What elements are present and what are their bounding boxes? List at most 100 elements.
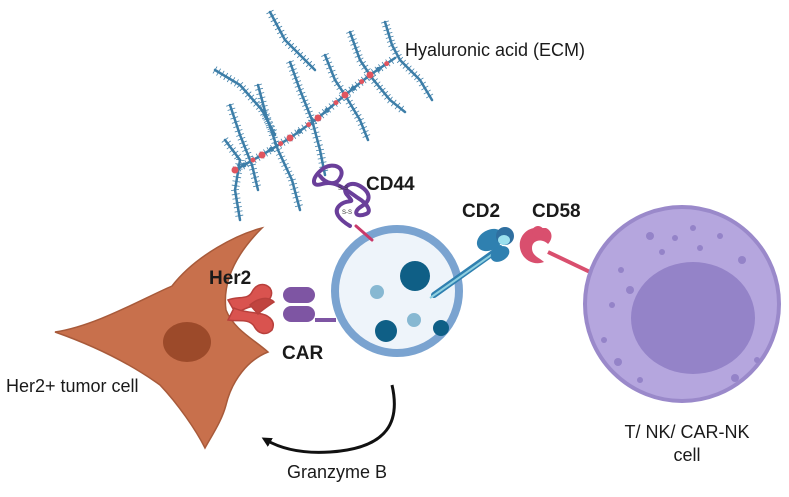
ecm-bristle [364,74,370,81]
ecm-bristle [235,214,244,217]
ecm-bristle [229,147,236,153]
cd2-label: CD2 [462,201,501,222]
ecm-bristle [317,157,326,160]
ecm-bristle [243,151,252,156]
ecm-bristle [311,117,318,124]
ecm-bristle [234,153,241,160]
ecm-bristle [224,140,231,147]
ecm-bristle [356,57,364,63]
ecm-bristle [294,129,300,137]
ecm-bristle [383,28,392,32]
ecm-node [286,134,294,142]
ecm-bristle [288,178,296,182]
ecm-bristle [226,103,234,107]
ecm-bristle [361,64,369,70]
ecm-bristle [275,151,284,156]
ecm-bristle [302,103,310,107]
ecm-bristle [289,182,298,186]
ecm-node [268,146,274,152]
ecm-bristle [282,166,291,171]
ecm-bristle [281,36,289,44]
ecm-bristle [274,147,282,153]
ecm-bristle [363,68,371,74]
ecm-bristle [314,144,323,148]
effector-cell-label: T/ NK/ CAR-NK cell [624,422,750,465]
ecm-bristle [239,140,247,145]
ecm-bristle [371,78,378,84]
ecm-bristle [378,87,386,94]
ecm-bristle [300,99,309,104]
ecm-bristle [263,118,272,123]
ecm-bristle [305,110,313,115]
ecm-bristle [226,74,232,83]
ecm-node [384,61,390,67]
ecm-bristle [231,184,240,187]
cd58-receptor [519,226,591,274]
ecm-bristle [235,158,245,162]
ecm-bristle [321,53,329,57]
ecm-bristle [268,13,276,19]
ecm-bristle [354,81,361,89]
ecm-bristle [284,136,289,144]
ecm-bristle [227,107,236,111]
ecm-bristle [347,34,356,38]
svg-text:S-S: S-S [342,210,352,216]
ecm-bristle [237,136,246,141]
ecm-bristle [326,65,334,70]
ecm-node [359,79,365,85]
ecm-bristle [260,111,268,116]
ecm-bristle [231,193,240,196]
ecm-bristle [381,61,387,69]
ecm-bristle [418,81,427,87]
ecm-bristle [242,148,250,152]
ecm-bristle [392,50,400,55]
ecm-bristle [244,91,252,98]
ecm-bristle [293,80,302,84]
ecm-bristle [390,99,397,107]
ecm-bristle [279,33,287,39]
her2-receptor [226,283,276,335]
ecm-bristle [233,201,242,204]
ecm-bristle [414,74,421,81]
ecm-bristle [286,60,294,64]
ecm-bristle [311,131,320,135]
ecm-bristle [318,161,327,164]
ecm-bristle [299,54,307,62]
ecm-bristle [329,73,338,78]
ecm-node [250,157,256,163]
ecm-bristle [279,159,288,164]
ecm-bristle [269,129,277,134]
ecm-bristle [245,155,253,160]
ecm-bristle [362,134,371,138]
ecm-node [258,151,266,159]
granule [407,313,421,327]
ecm-bristle [387,96,393,104]
tumor-cell-label: Her2+ tumor cell [6,376,139,396]
ecm-bristle [421,85,429,91]
ecm-strand [268,10,317,72]
granule [370,285,384,299]
ecm-node [231,166,239,174]
ecm-bristle [324,61,333,66]
ecm-bristle [408,68,415,75]
ecm-bristle [299,95,307,100]
ecm-bristle [388,56,395,64]
ecm-bristle [416,77,424,83]
ecm-bristle [354,54,363,58]
cd2-receptor [429,227,514,299]
ecm-bristle [358,61,366,67]
ecm-bristle [356,118,364,122]
ecm-bristle [287,42,295,50]
ecm-bristle [322,57,331,62]
vesicle-membrane [331,225,463,357]
ecm-bristle [390,46,398,51]
ecm-bristle [258,107,266,113]
ecm-bristle [219,70,225,78]
her2-label: Her2 [209,268,252,289]
ecm-node [366,71,374,79]
ecm-bristle [349,106,358,112]
ecm-node [241,162,247,168]
ecm-bristle [290,72,299,76]
ecm-bristle [253,100,260,107]
ecm-bristle [240,144,249,149]
